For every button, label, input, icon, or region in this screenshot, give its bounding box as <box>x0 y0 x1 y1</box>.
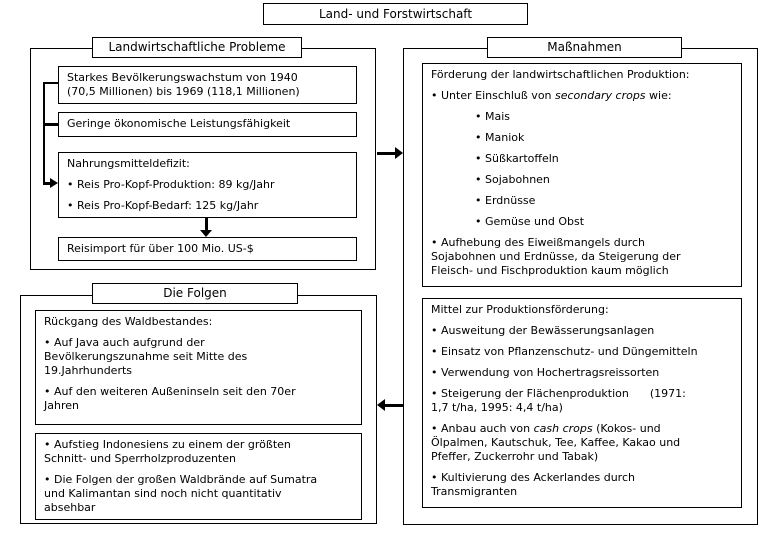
bullet-item: Gemüse und Obst <box>475 215 701 229</box>
text-line: Starkes Bevölkerungswachstum von 1940 (7… <box>67 71 320 99</box>
bullet-item: Aufhebung des Eiweißmangels durch Sojabo… <box>431 236 701 278</box>
problems-header-label: Landwirtschaftliche Probleme <box>108 40 286 54</box>
italic-text-run: secondary crops <box>555 89 646 102</box>
text-run: Einsatz von Pflanzenschutz- und Düngemit… <box>441 345 698 358</box>
problems-chain-stub-economy <box>43 123 58 126</box>
bullet-item: Anbau auch von cash crops (Kokos- und Öl… <box>431 422 701 464</box>
bullet-item: Reis Pro-Kopf-Bedarf: 125 kg/Jahr <box>67 199 320 213</box>
problem-box-population-growth: Starkes Bevölkerungswachstum von 1940 (7… <box>58 66 357 104</box>
bullet-item: Süßkartoffeln <box>475 152 701 166</box>
text-run: Kultivierung des Ackerlandes durch Trans… <box>431 471 639 498</box>
text-run: Auf den weiteren Außeninseln seit den 70… <box>44 385 300 412</box>
text-run: Maniok <box>485 131 525 144</box>
measures-box-production-promotion: Förderung der landwirtschaftlichen Produ… <box>422 63 742 287</box>
text-run: Reis Pro-Kopf-Bedarf: 125 kg/Jahr <box>77 199 259 212</box>
bullet-item: Die Folgen der großen Waldbrände auf Sum… <box>44 473 327 515</box>
arrow-measures-to-consequences-shaft <box>385 404 403 407</box>
problems-chain-connector-line <box>43 82 45 185</box>
bullet-item: Auf Java auch aufgrund der Bevölkerungsz… <box>44 336 327 378</box>
diagram-title: Land- und Forstwirtschaft <box>318 7 473 21</box>
text-run: Süßkartoffeln <box>485 152 559 165</box>
problem-box-rice-import: Reisimport für über 100 Mio. US-$ <box>58 237 357 261</box>
problems-chain-arrowhead-icon <box>50 178 58 188</box>
arrow-deficit-to-import-head-icon <box>200 230 212 237</box>
text-run: Ausweitung der Bewässerungsanlagen <box>441 324 655 337</box>
text-line: Geringe ökonomische Leistungsfähigkeit <box>67 117 320 131</box>
text-run: Unter Einschluß von <box>441 89 556 102</box>
text-run: Reisimport für über 100 Mio. US-$ <box>67 242 254 255</box>
bullet-item: Einsatz von Pflanzenschutz- und Düngemit… <box>431 345 701 359</box>
text-run: Anbau auch von <box>441 422 534 435</box>
text-line: Mittel zur Produktionsförderung: <box>431 303 701 317</box>
problems-chain-arrow-shaft <box>43 182 52 185</box>
bullet-item: Steigerung der Flächenproduktion (1971: … <box>431 387 701 415</box>
bullet-item: Unter Einschluß von secondary crops wie: <box>431 89 701 103</box>
problems-header-box: Landwirtschaftliche Probleme <box>92 37 302 58</box>
bullet-item: Reis Pro-Kopf-Produktion: 89 kg/Jahr <box>67 178 320 192</box>
text-line: Reisimport für über 100 Mio. US-$ <box>67 242 320 256</box>
text-run: Geringe ökonomische Leistungsfähigkeit <box>67 117 291 130</box>
diagram-title-box: Land- und Forstwirtschaft <box>263 3 528 25</box>
consequences-box-forest-decline: Rückgang des Waldbestandes: Auf Java auch… <box>35 310 362 425</box>
text-run: Mittel zur Produktionsförderung: <box>431 303 609 316</box>
text-run: Mais <box>485 110 511 123</box>
text-run: Aufhebung des Eiweißmangels durch Sojabo… <box>431 236 685 277</box>
bullet-item: Mais <box>475 110 701 124</box>
consequences-box-timber-and-fires: Aufstieg Indonesiens zu einem der größte… <box>35 433 362 520</box>
arrow-problems-to-measures-head-icon <box>395 147 403 159</box>
problem-box-food-deficit: Nahrungsmitteldefizit: Reis Pro-Kopf-Prod… <box>58 152 357 218</box>
problems-chain-stub-population <box>43 82 58 84</box>
text-run: Die Folgen der großen Waldbrände auf Sum… <box>44 473 321 514</box>
arrow-problems-to-measures-shaft <box>377 152 396 155</box>
bullet-item: Maniok <box>475 131 701 145</box>
text-run: Reis Pro-Kopf-Produktion: 89 kg/Jahr <box>77 178 275 191</box>
bullet-item: Verwendung von Hochertragsreissorten <box>431 366 701 380</box>
text-run: Sojabohnen <box>485 173 550 186</box>
text-run: Aufstieg Indonesiens zu einem der größte… <box>44 438 295 465</box>
text-line: Nahrungsmitteldefizit: <box>67 157 320 171</box>
text-run: Rückgang des Waldbestandes: <box>44 315 213 328</box>
text-run: Gemüse und Obst <box>485 215 585 228</box>
consequences-header-box: Die Folgen <box>92 283 298 304</box>
text-run: Erdnüsse <box>485 194 536 207</box>
arrow-deficit-to-import-shaft <box>205 218 208 231</box>
italic-text-run: cash crops <box>533 422 593 435</box>
bullet-item: Kultivierung des Ackerlandes durch Trans… <box>431 471 701 499</box>
arrow-measures-to-consequences-head-icon <box>377 399 385 411</box>
text-run: Starkes Bevölkerungswachstum von 1940 (7… <box>67 71 302 98</box>
measures-header-label: Maßnahmen <box>547 40 622 54</box>
consequences-header-label: Die Folgen <box>163 286 227 300</box>
measures-box-production-means: Mittel zur Produktionsförderung: Ausweitu… <box>422 298 742 508</box>
bullet-item: Ausweitung der Bewässerungsanlagen <box>431 324 701 338</box>
text-run: wie: <box>645 89 672 102</box>
problem-box-economic-capacity: Geringe ökonomische Leistungsfähigkeit <box>58 112 357 137</box>
text-line: Förderung der landwirtschaftlichen Produ… <box>431 68 701 82</box>
text-run: Nahrungsmitteldefizit: <box>67 157 190 170</box>
text-run: Verwendung von Hochertragsreissorten <box>441 366 660 379</box>
text-run: Auf Java auch aufgrund der Bevölkerungsz… <box>44 336 251 377</box>
text-line: Rückgang des Waldbestandes: <box>44 315 327 329</box>
bullet-item: Erdnüsse <box>475 194 701 208</box>
text-run: Steigerung der Flächenproduktion (1971: … <box>431 387 690 414</box>
text-run: (Kokos- und Ölpalmen, Kautschuk, Tee, Ka… <box>431 422 684 463</box>
text-run: Förderung der landwirtschaftlichen Produ… <box>431 68 690 81</box>
bullet-item: Sojabohnen <box>475 173 701 187</box>
measures-header-box: Maßnahmen <box>487 37 682 58</box>
bullet-item: Aufstieg Indonesiens zu einem der größte… <box>44 438 327 466</box>
bullet-item: Auf den weiteren Außeninseln seit den 70… <box>44 385 327 413</box>
